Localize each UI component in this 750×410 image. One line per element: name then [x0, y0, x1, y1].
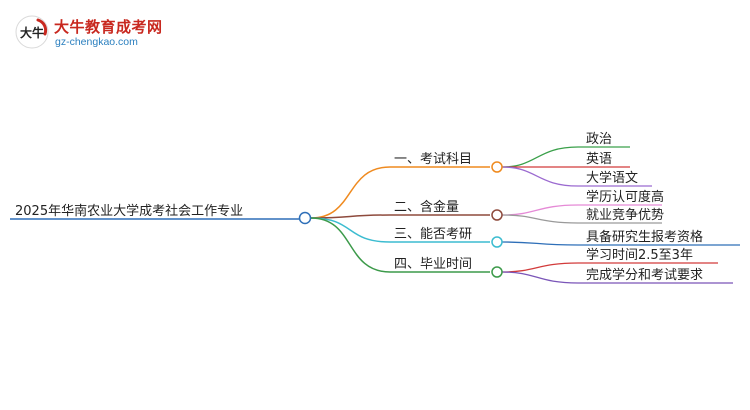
branch-connector	[310, 217, 391, 273]
leaf-connector	[501, 241, 579, 246]
leaf-label[interactable]: 完成学分和考试要求	[586, 267, 703, 283]
branch-connector	[310, 217, 391, 243]
logo-url[interactable]: gz-chengkao.com	[55, 36, 138, 48]
site-logo[interactable]: 大牛 大牛教育成考网 gz-chengkao.com	[14, 14, 174, 54]
leaf-label[interactable]: 学习时间2.5至3年	[586, 247, 693, 263]
leaf-label[interactable]: 就业竞争优势	[586, 207, 664, 223]
branch-label[interactable]: 一、考试科目	[394, 152, 472, 167]
logo-badge-icon: 大牛	[15, 15, 49, 49]
root-topic[interactable]: 2025年华南农业大学成考社会工作专业	[15, 203, 243, 219]
logo-title: 大牛教育成考网	[54, 18, 163, 36]
branch-label[interactable]: 三、能否考研	[394, 227, 472, 242]
leaf-connector	[501, 166, 579, 187]
leaf-label[interactable]: 学历认可度高	[586, 189, 664, 205]
leaf-connector	[501, 262, 579, 273]
branch-label[interactable]: 四、毕业时间	[394, 257, 472, 272]
root-collapse-node[interactable]	[298, 211, 312, 225]
logo-badge-text: 大牛	[20, 25, 44, 40]
branch-collapse-node[interactable]	[491, 209, 503, 221]
branch-connector	[310, 214, 391, 219]
leaf-label[interactable]: 政治	[586, 132, 612, 147]
branch-label[interactable]: 二、含金量	[394, 199, 459, 215]
leaf-label[interactable]: 具备研究生报考资格	[586, 229, 703, 245]
leaf-connector	[501, 214, 579, 224]
leaf-connector	[501, 204, 579, 216]
branch-collapse-node[interactable]	[491, 266, 503, 278]
leaf-connector	[501, 146, 579, 168]
leaf-label[interactable]: 大学语文	[586, 170, 638, 186]
branch-collapse-node[interactable]	[491, 236, 503, 248]
leaf-connector	[501, 271, 579, 284]
leaf-label[interactable]: 英语	[586, 152, 612, 167]
branch-collapse-node[interactable]	[491, 161, 503, 173]
branch-connector	[310, 166, 391, 219]
